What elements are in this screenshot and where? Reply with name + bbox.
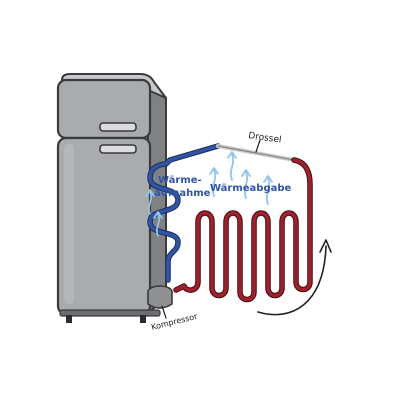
compressor-body bbox=[147, 292, 173, 309]
fridge-handle bbox=[99, 144, 137, 154]
heat-arrow bbox=[241, 169, 251, 199]
heat-arrow bbox=[263, 175, 273, 205]
waermeaufnahme-label-line2: aufnahme bbox=[154, 188, 211, 199]
compressor bbox=[147, 285, 173, 309]
fridge-door-highlight bbox=[64, 144, 74, 304]
circulation-arrow-head bbox=[319, 239, 332, 253]
drossel-label: Drossel bbox=[248, 131, 282, 146]
drossel-leader-line bbox=[255, 139, 261, 153]
throttle-pipe-edge bbox=[217, 145, 295, 161]
heat-absorption-arrows bbox=[145, 189, 163, 237]
fridge-foot-right bbox=[140, 315, 146, 323]
heat-release-arrows bbox=[209, 151, 273, 205]
freezer-handle bbox=[99, 122, 137, 132]
waermeaufnahme-label-line1: Wärme- bbox=[158, 175, 202, 186]
evaporator-pipe bbox=[148, 144, 220, 282]
evaporator-coil bbox=[147, 143, 221, 283]
heat-arrow bbox=[209, 167, 219, 197]
refrigerator bbox=[56, 73, 167, 323]
heat-arrow bbox=[153, 211, 163, 237]
heat-arrow bbox=[227, 151, 237, 181]
heat-arrow bbox=[145, 189, 155, 215]
fridge-foot-left bbox=[66, 315, 72, 323]
fridge-base bbox=[59, 309, 161, 317]
condenser-coil bbox=[173, 157, 313, 303]
circulation-arrow bbox=[257, 239, 332, 316]
kompressor-leader-line bbox=[161, 305, 167, 319]
condenser-pipe bbox=[174, 158, 312, 302]
waermeabgabe-label: Wärmeabgabe bbox=[210, 183, 292, 194]
circulation-arrow-curve bbox=[257, 245, 327, 316]
